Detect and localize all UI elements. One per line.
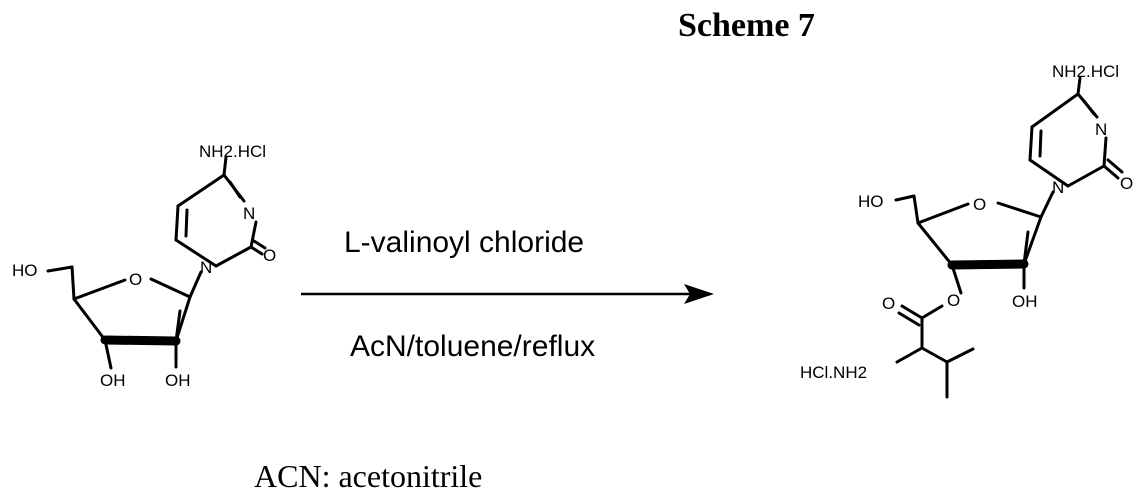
sm-c5-oh-label: HO (12, 261, 38, 280)
product-furanose-o-label: O (973, 195, 986, 214)
reagent-label: L-valinoyl chloride (344, 226, 584, 259)
product-valine-amine-label: HCl.NH2 (800, 363, 867, 382)
product-n1-label: N (1052, 178, 1064, 197)
product-amine-label: NH2.HCl (1052, 62, 1119, 81)
sm-c3-oh-label: OH (100, 371, 126, 390)
product-c5-oh-label: HO (858, 192, 884, 211)
product-carbonyl-o-label: O (1120, 174, 1133, 193)
product-ester-carbonyl-o-label: O (882, 294, 895, 313)
footnote: ACN: acetonitrile (254, 458, 482, 494)
sm-n3-label: N (243, 204, 255, 223)
scheme-title: Scheme 7 (678, 7, 815, 44)
product-structure (896, 78, 1122, 397)
sm-amine-label: NH2.HCl (199, 142, 266, 161)
product-ester-o-label: O (947, 291, 960, 310)
product-labels: NH2.HCl N N O O HO OH O O HCl.NH2 (800, 62, 1133, 382)
reaction-arrow (301, 284, 714, 304)
starting-material-structure (48, 157, 265, 368)
sm-c2-oh-label: OH (165, 371, 191, 390)
sm-carbonyl-o-label: O (263, 246, 276, 265)
sm-furanose-o-label: O (129, 270, 142, 289)
product-n3-label: N (1095, 120, 1107, 139)
product-c2-oh-label: OH (1012, 292, 1038, 311)
conditions-label: AcN/toluene/reflux (350, 330, 595, 363)
starting-material-labels: NH2.HCl N N O O HO OH OH (12, 142, 276, 390)
sm-n1-label: N (200, 258, 212, 277)
